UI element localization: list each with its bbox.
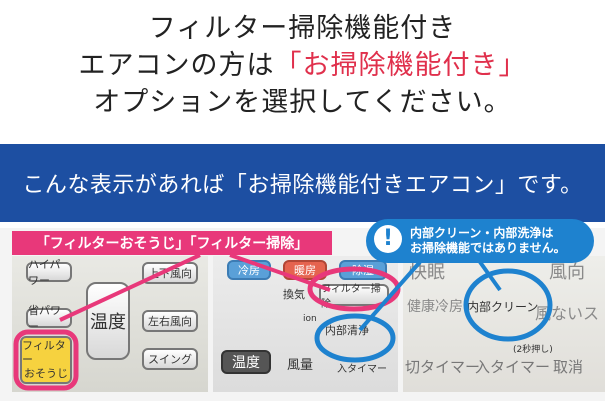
exclamation-icon: ! [374,225,402,253]
warning-note-line-1: 内部クリーン・内部洗浄は [410,226,554,240]
remote-button-filter: フィルター おそうじ [20,336,72,384]
remote-button-filter-line1: フィルター [22,339,66,366]
headline-line-3: オプションを選択してください。 [93,87,512,118]
filter-label-tag: 「フィルターおそうじ」「フィルター掃除」 [12,231,332,255]
headline-line-2-text: エアコンの方は [78,50,275,81]
remote-label-kanki: 換気 [283,288,305,301]
banner-text: こんな表示があれば「お掃除機能付きエアコン」です。 [22,173,583,198]
headline-highlight: 「お掃除機能付き」 [274,50,527,81]
remote-label-kaze: 風ないス [535,304,600,323]
remote-button-reibo: 冷房 [227,260,271,280]
remote-button-kazamuki: 左右風向 [142,310,198,332]
remote-button-ondo-2: 温度 [221,350,271,374]
warning-note-line-2: お掃除機能ではありません。 [410,241,566,255]
remote-photo-1: ハイパワー 温度 上下風向 左右風向 スイング 省パワー フィルター おそうじ [12,256,208,392]
remote-label-naibu-clean: 内部クリーン [467,300,539,314]
remote-button-swing: スイング [142,348,198,370]
remote-photo-3: 快眠 風向 健康冷房 内部クリーン 風ないス (2秒押し) 切タイマー 入タイマ… [403,256,605,392]
warning-note: ! 内部クリーン・内部洗浄は お掃除機能ではありません。 [366,219,594,263]
remote-button-danbo: 暖房 [283,260,327,280]
remote-button-filter-line2: おそうじ [24,367,68,380]
remote-button-eco: 省パワー [26,304,72,333]
headline: フィルター掃除機能付き エアコンの方は「お掃除機能付き」 オプションを選択してく… [0,10,605,121]
headline-line-2: エアコンの方は「お掃除機能付き」 [0,47,605,84]
remote-label-fuuryou: 風量 [287,358,314,373]
remote-button-ondo: 温度 [86,282,130,360]
remote-label-naibu: 内部清浄 [325,324,369,337]
remote-label-2sec: (2秒押し) [513,345,553,355]
remote-label-timer-off: 切タイマー [405,358,481,376]
remote-label-kenkou: 健康冷房 [407,299,463,315]
remote-label-timer: 入タイマー [337,364,387,375]
headline-line-1: フィルター掃除機能付き [148,13,457,44]
remote-button-filter-souji: フィルター掃除 [319,284,389,310]
remote-photo-2: 冷房 暖房 除湿 換気 フィルター掃除 内部清浄 ion 温度 風量 入タイマー [213,256,398,392]
remote-button-joshitsu: 除湿 [339,260,387,280]
remote-label-timer-on: 入タイマー [475,358,551,376]
remote-button-highpower: ハイパワー [26,258,72,287]
remote-label-cancel: 取消 [553,358,584,376]
remote-label-ion: ion [303,314,317,324]
banner: こんな表示があれば「お掃除機能付きエアコン」です。 [0,144,605,222]
remote-button-updown: 上下風向 [142,262,198,284]
remote-label-fuukou: 風向 [549,262,585,283]
